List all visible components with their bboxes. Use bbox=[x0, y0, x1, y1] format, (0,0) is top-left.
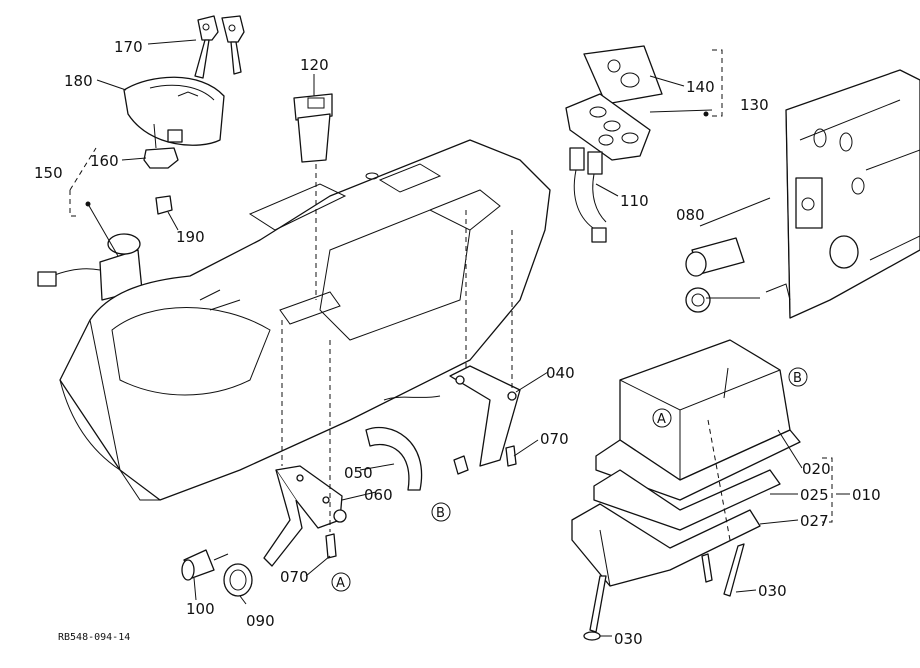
socket bbox=[685, 237, 745, 313]
callout-027: 027 bbox=[800, 512, 829, 530]
callout-100: 100 bbox=[186, 600, 215, 618]
switch-decal bbox=[583, 45, 663, 105]
callout-140: 140 bbox=[686, 78, 715, 96]
callout-150: 150 bbox=[34, 164, 63, 182]
callout-030-right: 030 bbox=[758, 582, 787, 600]
bolt-070b bbox=[325, 533, 337, 559]
battery-tray-middle bbox=[593, 469, 781, 531]
nut bbox=[143, 147, 179, 169]
battery-tray-upper bbox=[595, 429, 801, 501]
key-set bbox=[194, 15, 245, 79]
long-bolt-b bbox=[723, 543, 745, 597]
bolt-070a bbox=[505, 445, 517, 467]
long-bolt-a bbox=[701, 553, 713, 583]
callout-040: 040 bbox=[546, 364, 575, 382]
frame-structure bbox=[765, 69, 920, 319]
callout-070-lower: 070 bbox=[280, 568, 309, 586]
battery-tray-lower bbox=[571, 503, 761, 587]
callout-180: 180 bbox=[64, 72, 93, 90]
callout-190: 190 bbox=[176, 228, 205, 246]
callout-090: 090 bbox=[246, 612, 275, 630]
lamp-socket bbox=[181, 549, 229, 581]
callout-160: 160 bbox=[90, 152, 119, 170]
dot-marker bbox=[85, 201, 91, 207]
svg-text:A: A bbox=[657, 412, 666, 427]
bolt-pair bbox=[453, 455, 469, 475]
console-housing bbox=[59, 139, 551, 501]
callout-110: 110 bbox=[620, 192, 649, 210]
lamp-lens bbox=[223, 563, 253, 597]
center-bracket bbox=[383, 365, 521, 467]
switch-harness bbox=[569, 147, 607, 243]
callout-020: 020 bbox=[802, 460, 831, 478]
leader-lines bbox=[87, 39, 803, 637]
callout-120: 120 bbox=[300, 56, 329, 74]
reference-code: RB548-094-14 bbox=[58, 632, 130, 643]
dot-marker bbox=[703, 111, 709, 117]
svg-text:B: B bbox=[436, 506, 445, 521]
callout-070-upper: 070 bbox=[540, 430, 569, 448]
lever-bracket bbox=[263, 465, 347, 567]
marker-b-battery: B bbox=[788, 367, 808, 387]
callout-010: 010 bbox=[852, 486, 881, 504]
marker-a-lower: A bbox=[331, 572, 351, 592]
small-bolt bbox=[155, 195, 173, 215]
callout-050: 050 bbox=[344, 464, 373, 482]
callout-060: 060 bbox=[364, 486, 393, 504]
callout-030-bottom: 030 bbox=[614, 630, 643, 648]
key-switch bbox=[37, 233, 143, 301]
lever-cap bbox=[293, 93, 333, 163]
callout-080: 080 bbox=[676, 206, 705, 224]
svg-text:B: B bbox=[793, 371, 802, 386]
curved-bracket bbox=[365, 426, 423, 491]
callout-025: 025 bbox=[800, 486, 829, 504]
callout-170: 170 bbox=[114, 38, 143, 56]
marker-b-lower: B bbox=[431, 502, 451, 522]
long-bolt-c bbox=[583, 575, 607, 641]
switch-cover bbox=[123, 76, 225, 146]
switch-panel bbox=[565, 93, 651, 161]
svg-text:A: A bbox=[336, 576, 345, 591]
callout-130: 130 bbox=[740, 96, 769, 114]
marker-a-battery: A bbox=[652, 408, 672, 428]
